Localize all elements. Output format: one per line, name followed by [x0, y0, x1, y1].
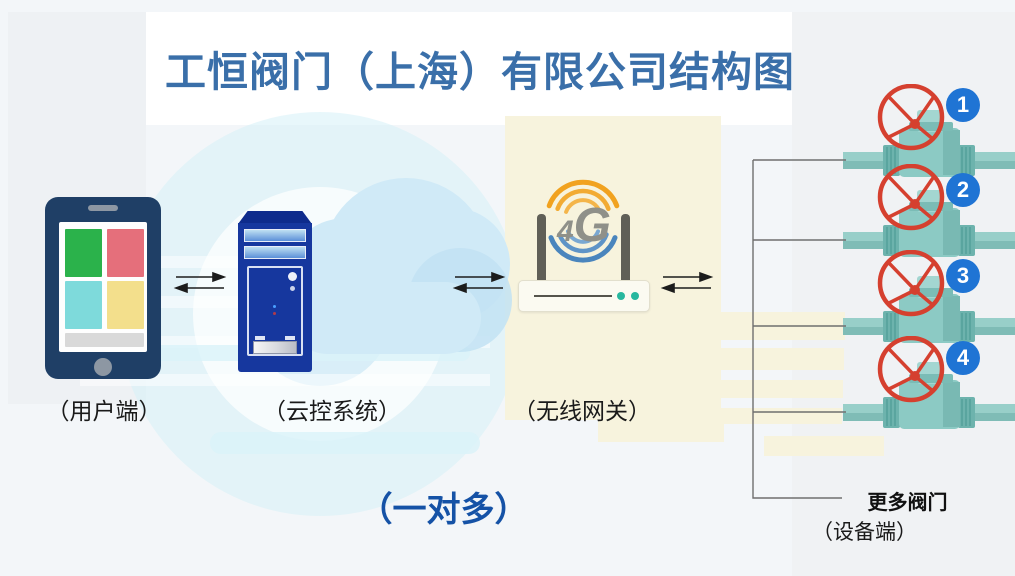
gateway-label: （无线网关） — [513, 398, 651, 424]
valve-icon — [843, 250, 1015, 343]
background-stripe — [210, 432, 480, 454]
background-stripe — [80, 374, 490, 386]
background-cream-stripe — [688, 380, 843, 398]
router-antenna — [537, 214, 546, 284]
router-antenna — [621, 214, 630, 284]
router-front-line — [534, 295, 612, 297]
4g-logo: 4G — [556, 199, 612, 252]
one-to-many-label: （一对多） — [358, 491, 529, 529]
cloud-system-label: （云控系统） — [263, 398, 401, 424]
valve-number-badge: 1 — [946, 88, 980, 122]
server-icon — [238, 211, 312, 224]
valve-number-badge: 3 — [946, 259, 980, 293]
background-cream-stripe — [690, 408, 842, 424]
server-led — [273, 312, 276, 315]
server-drive-bay — [244, 246, 306, 259]
server-slot-tab — [285, 336, 295, 340]
more-valves-label: 更多阀门 — [867, 492, 948, 514]
server-power-button — [288, 272, 297, 281]
tablet-home-button — [94, 358, 112, 376]
server-drive-bay — [244, 229, 306, 242]
background-title-band — [146, 12, 792, 125]
valve-icon — [843, 336, 1015, 429]
tablet-tile-gray — [65, 333, 144, 347]
server-reset-button — [290, 286, 295, 291]
server-front-panel — [247, 266, 303, 356]
tablet-speaker — [88, 205, 118, 211]
cloud-icon — [291, 282, 481, 354]
tablet-tile-green — [65, 229, 102, 277]
router-led — [617, 292, 625, 300]
valve-icon — [843, 164, 1015, 257]
page-title: 工恒阀门（上海）有限公司结构图 — [165, 49, 795, 95]
background-cream-stripe — [686, 348, 844, 370]
tablet-tile-yellow — [107, 281, 144, 329]
client-label: （用户端） — [46, 398, 162, 424]
valve-number-badge: 2 — [946, 173, 980, 207]
server-slot — [253, 341, 297, 354]
server-led — [273, 305, 276, 308]
router-led — [631, 292, 639, 300]
valve-number-badge: 4 — [946, 341, 980, 375]
server-slot-tab — [255, 336, 265, 340]
tablet-tile-cyan — [65, 281, 102, 329]
background-cream-stripe — [683, 312, 845, 340]
tablet-tile-red — [107, 229, 144, 277]
device-side-label: （设备端） — [812, 521, 917, 544]
